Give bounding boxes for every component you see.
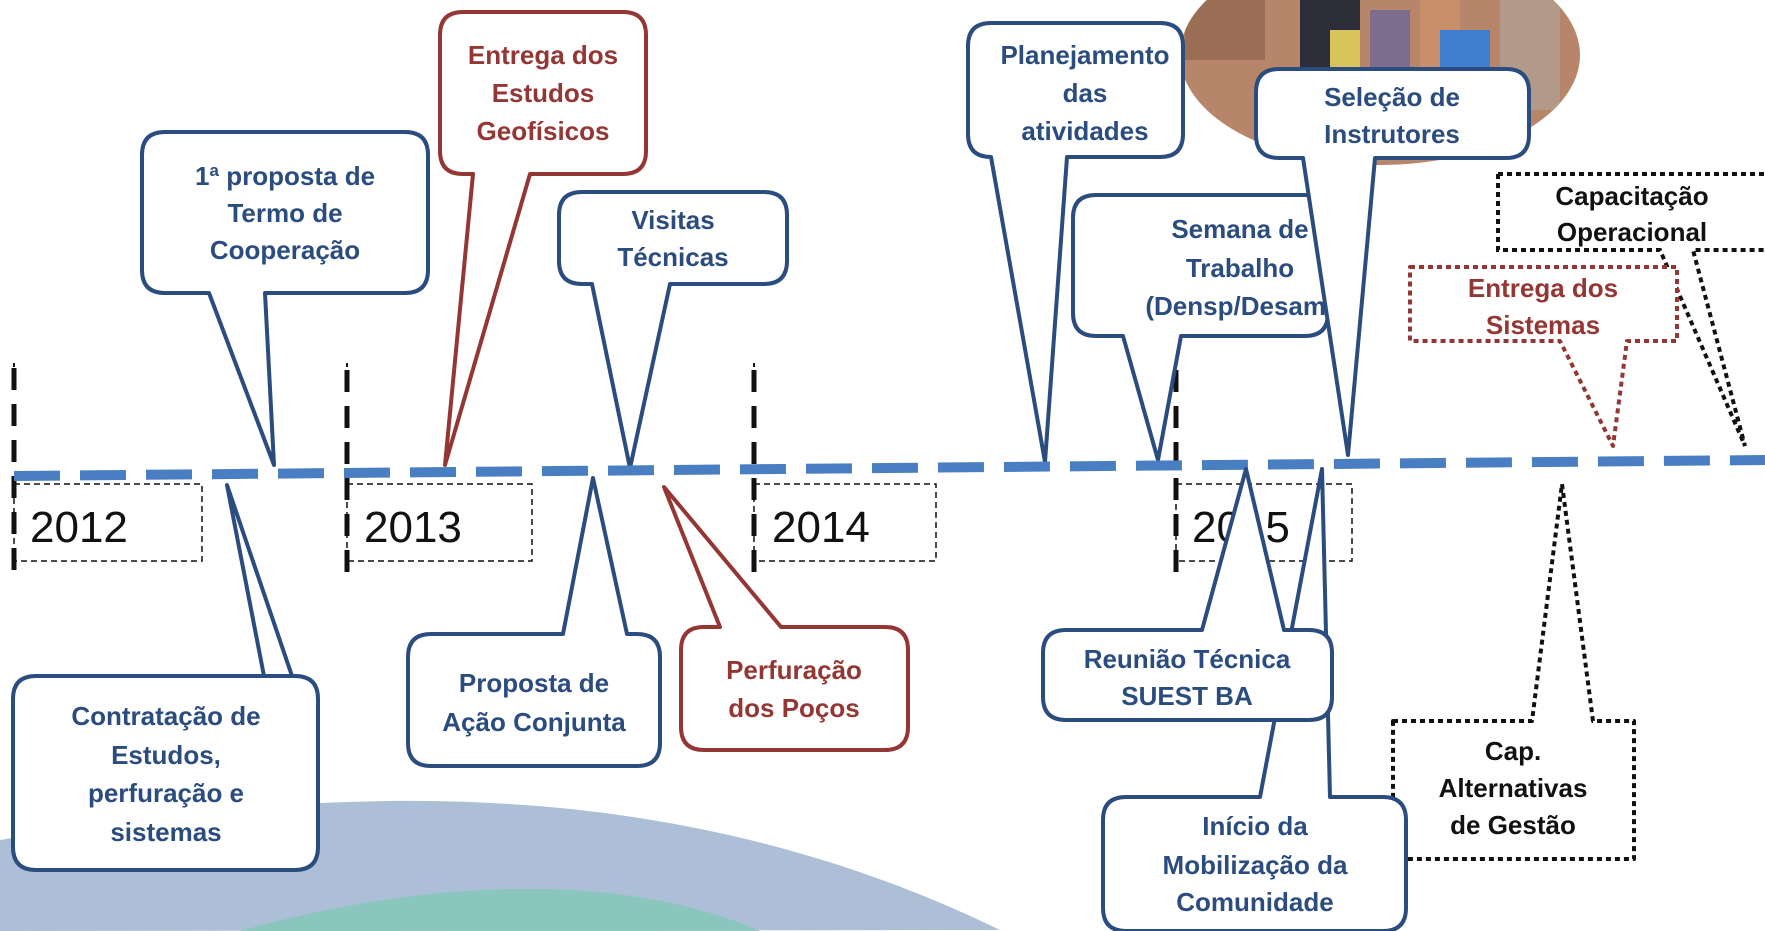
text-entrega-sistemas-1: Entrega dos [1468, 273, 1618, 303]
text-reuniao-2: SUEST BA [1121, 681, 1253, 711]
text-planejamento-1: Planejamento [1000, 40, 1169, 70]
text-semana-1: Semana de [1171, 214, 1308, 244]
callout-capacitacao-operacional: Capacitação Operacional [1496, 172, 1765, 447]
text-alternativas-3: de Gestão [1450, 810, 1576, 840]
text-alternativas-2: Alternativas [1439, 773, 1588, 803]
callout-reuniao-tecnica: Reunião Técnica SUEST BA [1041, 467, 1334, 722]
callout-semana-trabalho: Semana de Trabalho (Densp/Desam) [1071, 193, 1335, 462]
year-label-2014: 2014 [772, 503, 870, 552]
text-entrega-estudos-2: Estudos [492, 78, 595, 108]
year-box-2013 [346, 483, 533, 562]
text-selecao-2: Instrutores [1324, 119, 1460, 149]
text-proposta-termo-1: 1ª proposta de [195, 161, 375, 191]
text-contratacao-2: Estudos, [111, 740, 221, 770]
text-perfuracao-2: dos Poços [728, 693, 859, 723]
text-planejamento-2: das [1063, 78, 1108, 108]
year-box-2012 [13, 483, 203, 562]
callout-proposta-termo: 1ª proposta de Termo de Cooperação [140, 130, 430, 467]
text-selecao-1: Seleção de [1324, 82, 1460, 112]
text-acao-conjunta-2: Ação Conjunta [442, 707, 626, 737]
callout-mobilizacao: Início da Mobilização da Comunidade [1101, 467, 1408, 931]
year-box-2014 [753, 483, 937, 562]
text-planejamento-3: atividades [1021, 116, 1148, 146]
text-proposta-termo-2: Termo de [227, 198, 342, 228]
text-entrega-estudos-1: Entrega dos [468, 40, 618, 70]
text-visitas-2: Técnicas [617, 242, 728, 272]
text-perfuracao-1: Perfuração [726, 655, 862, 685]
callout-contratacao: Contratação de Estudos, perfuração e sis… [11, 483, 320, 872]
callout-selecao-instrutores: Seleção de Instrutores [1254, 67, 1531, 457]
year-label-2012: 2012 [30, 503, 128, 552]
text-mobilizacao-2: Mobilização da [1163, 850, 1348, 880]
text-semana-3: (Densp/Desam) [1145, 291, 1334, 321]
year-tick-caps [13, 363, 1177, 367]
text-visitas-1: Visitas [631, 205, 714, 235]
callout-entrega-estudos: Entrega dos Estudos Geofísicos [438, 10, 648, 467]
text-reuniao-1: Reunião Técnica [1084, 644, 1291, 674]
text-entrega-sistemas-2: Sistemas [1486, 310, 1600, 340]
callout-alternativas-gestao: Cap. Alternativas de Gestão [1391, 482, 1636, 861]
callout-perfuracao: Perfuração dos Poços [662, 485, 910, 752]
callout-planejamento: Planejamento das atividades [966, 21, 1185, 464]
text-mobilizacao-1: Início da [1202, 811, 1308, 841]
text-contratacao-1: Contratação de [71, 701, 260, 731]
callout-acao-conjunta: Proposta de Ação Conjunta [406, 476, 662, 768]
text-capacitacao-1: Capacitação [1555, 181, 1708, 211]
text-contratacao-3: perfuração e [88, 778, 244, 808]
timeline-axis [13, 455, 1765, 481]
text-acao-conjunta-1: Proposta de [459, 668, 609, 698]
text-proposta-termo-3: Cooperação [210, 235, 360, 265]
text-mobilizacao-3: Comunidade [1176, 887, 1333, 917]
text-entrega-estudos-3: Geofísicos [477, 116, 610, 146]
text-capacitacao-2: Operacional [1557, 217, 1707, 247]
text-alternativas-1: Cap. [1485, 736, 1541, 766]
callout-entrega-sistemas: Entrega dos Sistemas [1408, 265, 1679, 448]
callout-visitas-tecnicas: Visitas Técnicas [557, 190, 789, 470]
text-contratacao-4: sistemas [110, 817, 221, 847]
text-semana-2: Trabalho [1186, 253, 1294, 283]
year-label-2013: 2013 [364, 503, 462, 552]
